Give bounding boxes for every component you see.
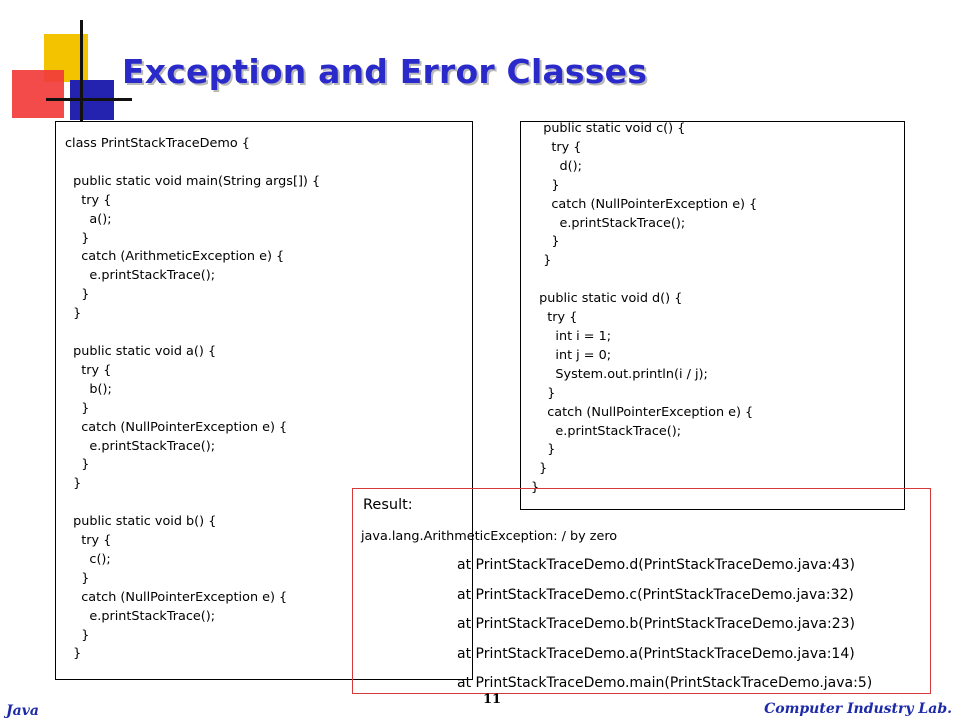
stack-frame: at PrintStackTraceDemo.main(PrintStackTr…: [457, 675, 873, 691]
stack-frame: at PrintStackTraceDemo.c(PrintStackTrace…: [457, 586, 854, 603]
code-listing-right: public static void c() { try { d(); } ca…: [520, 121, 905, 510]
stack-trace-list: at PrintStackTraceDemo.d(PrintStackTrace…: [457, 557, 872, 705]
code-text-left: class PrintStackTraceDemo { public stati…: [65, 136, 321, 662]
vertical-line: [80, 20, 83, 130]
code-listing-left: class PrintStackTraceDemo { public stati…: [55, 121, 473, 680]
decorative-squares-logo: [0, 0, 132, 150]
stack-frame: at PrintStackTraceDemo.b(PrintStackTrace…: [457, 616, 856, 632]
horizontal-line: [46, 98, 132, 101]
result-output-box: Result: java.lang.ArithmeticException: /…: [352, 488, 931, 694]
code-text-right: public static void c() { try { d(); } ca…: [531, 121, 758, 496]
page-number: 11: [483, 692, 502, 707]
footer-lab-label: Computer Industry Lab.: [764, 701, 952, 717]
red-square: [12, 70, 64, 118]
exception-message: java.lang.ArithmeticException: / by zero: [361, 529, 618, 544]
stack-frame: at PrintStackTraceDemo.d(PrintStackTrace…: [457, 557, 856, 573]
result-heading: Result:: [363, 497, 413, 513]
slide-title: Exception and Error Classes: [122, 52, 648, 91]
footer-course-label: Java: [6, 703, 39, 719]
stack-frame: at PrintStackTraceDemo.a(PrintStackTrace…: [457, 645, 855, 662]
